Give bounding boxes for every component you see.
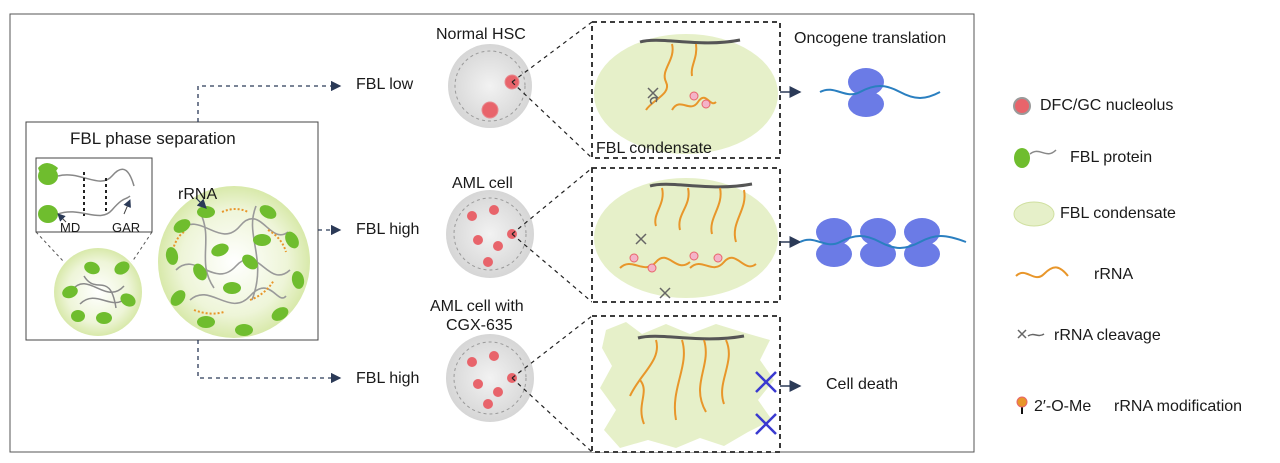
- cell-aml: [446, 190, 534, 278]
- fbl-protein-icon: [1014, 148, 1030, 168]
- cell-normal-label: Normal HSC: [436, 26, 526, 43]
- phase-panel-title: FBL phase separation: [70, 129, 236, 148]
- zoom-box-normal: [591, 21, 781, 159]
- output-arrows: [780, 86, 802, 392]
- zoom-box-aml-drug: [591, 315, 781, 453]
- branch-low-label: FBL low: [356, 76, 414, 93]
- ribosome-single: [819, 68, 941, 117]
- cell-normal-hsc: [448, 44, 532, 128]
- outcome-death-label: Cell death: [826, 376, 899, 393]
- legend-modification-symbol: 2′-O-Me: [1034, 398, 1092, 415]
- outcome-translation-label: Oncogene translation: [794, 30, 947, 47]
- phase-separation-panel: [25, 121, 319, 341]
- outer-frame: [9, 13, 975, 453]
- ribosome-multiple: [799, 218, 967, 267]
- branch-high-drug-label: FBL high: [356, 370, 420, 387]
- nucleolus-icon: [1013, 97, 1031, 115]
- cell-aml-drug-label-1: AML cell with: [430, 298, 524, 315]
- cell-aml-drug-label-2: CGX-635: [446, 317, 513, 334]
- cleavage-icon: [1017, 329, 1045, 339]
- legend-rrna: rRNA: [1094, 266, 1134, 283]
- rrna-pointer-label: rRNA: [178, 186, 218, 203]
- gar-label: GAR: [112, 220, 141, 235]
- legend-protein: FBL protein: [1070, 149, 1153, 166]
- cell-aml-label: AML cell: [452, 175, 513, 192]
- legend-glyphs: [1013, 97, 1069, 414]
- md-label: MD: [60, 220, 81, 235]
- modification-icon: [1016, 396, 1028, 408]
- condensate-zoom-label: FBL condensate: [596, 140, 712, 157]
- zoom-connectors: [511, 21, 593, 453]
- legend-nucleolus: DFC/GC nucleolus: [1040, 97, 1174, 114]
- legend-condensate: FBL condensate: [1060, 205, 1176, 222]
- legend-modification: rRNA modification: [1114, 398, 1243, 415]
- branch-arrows: [197, 80, 342, 384]
- cell-aml-drug: [446, 334, 534, 422]
- condensate-icon: [1013, 201, 1055, 227]
- rrna-icon: [1015, 266, 1069, 279]
- branch-high-label: FBL high: [356, 221, 420, 238]
- legend-cleavage: rRNA cleavage: [1054, 327, 1161, 344]
- zoom-box-aml: [591, 167, 781, 303]
